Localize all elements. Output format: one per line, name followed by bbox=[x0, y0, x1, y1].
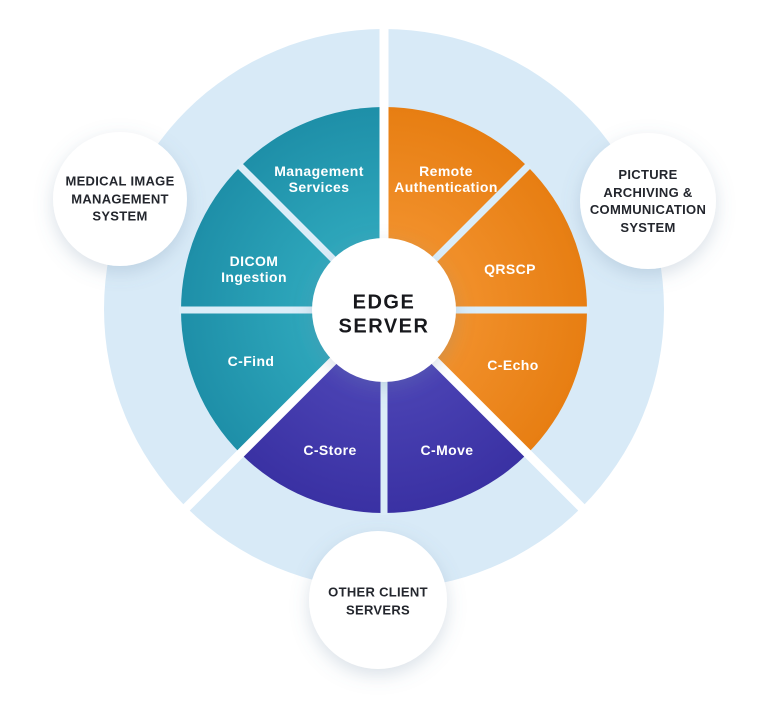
satellite-circle-bottom bbox=[309, 531, 447, 669]
satellite-circle-left bbox=[53, 132, 187, 266]
satellite-circle-right bbox=[580, 133, 716, 269]
hub-circle bbox=[312, 238, 456, 382]
